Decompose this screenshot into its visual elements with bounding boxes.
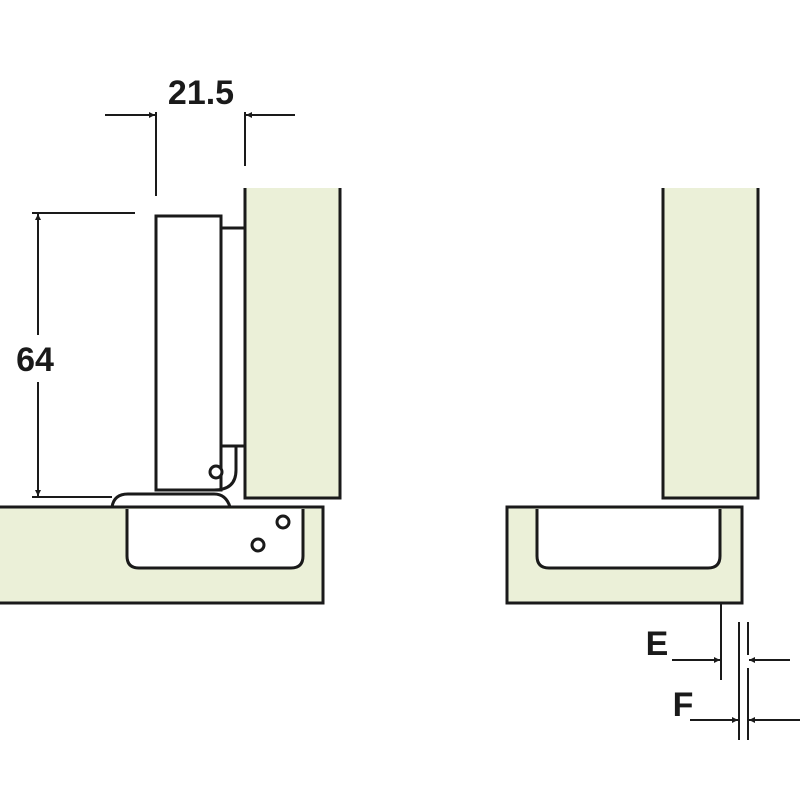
screw-hole-icon (275, 514, 291, 530)
hinge-plate (221, 226, 245, 448)
hinge-knuckle (213, 446, 238, 492)
screw-hole-icon (250, 537, 266, 553)
right-view (505, 188, 800, 740)
pivot-icon (208, 464, 224, 480)
cabinet-side-right (661, 188, 760, 500)
f-label: F (673, 686, 694, 724)
hinge-arm (154, 214, 223, 492)
hinge-cup-right (535, 509, 722, 570)
mounting-plate (110, 492, 233, 509)
left-view (0, 112, 342, 605)
cabinet-side-left (243, 188, 342, 500)
width-dimension-label: 21.5 (168, 74, 234, 112)
e-label: E (646, 625, 669, 663)
hinge-cup-left (125, 509, 305, 570)
height-dimension-label: 64 (16, 341, 54, 379)
